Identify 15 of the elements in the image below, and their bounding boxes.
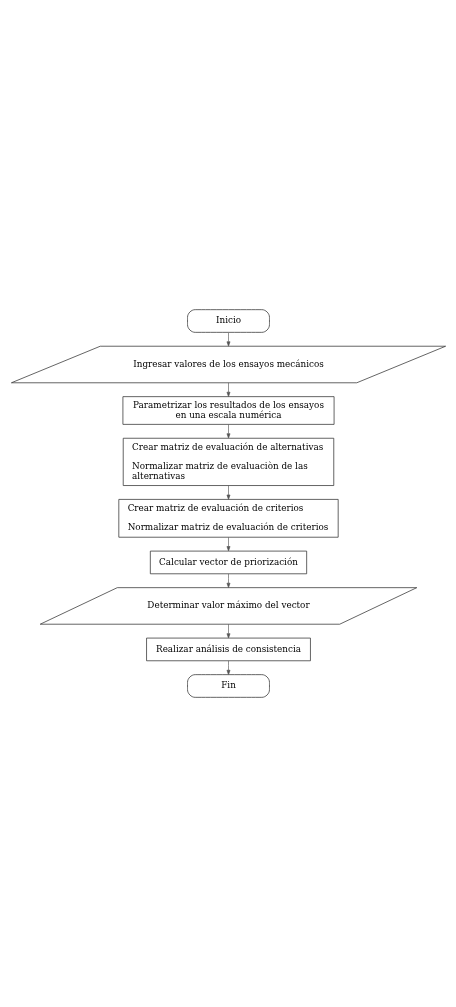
arrow (226, 623, 230, 639)
node-box: Parametrizar los resultados de los ensayos en una escala numérica (122, 396, 334, 425)
arrow (226, 537, 230, 552)
node-box: Realizar análisis de consistencia (145, 637, 311, 662)
arrow (226, 660, 230, 675)
node-box: Crear matriz de evaluación de criterios Normalizar matriz de evaluación de criterios (117, 499, 339, 538)
node-box: Calcular vector de priorización (149, 550, 307, 575)
arrow (226, 424, 230, 439)
arrow (226, 382, 230, 397)
node-box: Inicio (186, 309, 270, 333)
arrow (226, 573, 230, 588)
node-box: Crear matriz de evaluación de alternativas Normalizar matriz de evaluaciòn de las alternativas (122, 437, 334, 486)
arrow (226, 485, 230, 500)
node-box: Fin (186, 674, 270, 698)
arrow (226, 332, 230, 347)
